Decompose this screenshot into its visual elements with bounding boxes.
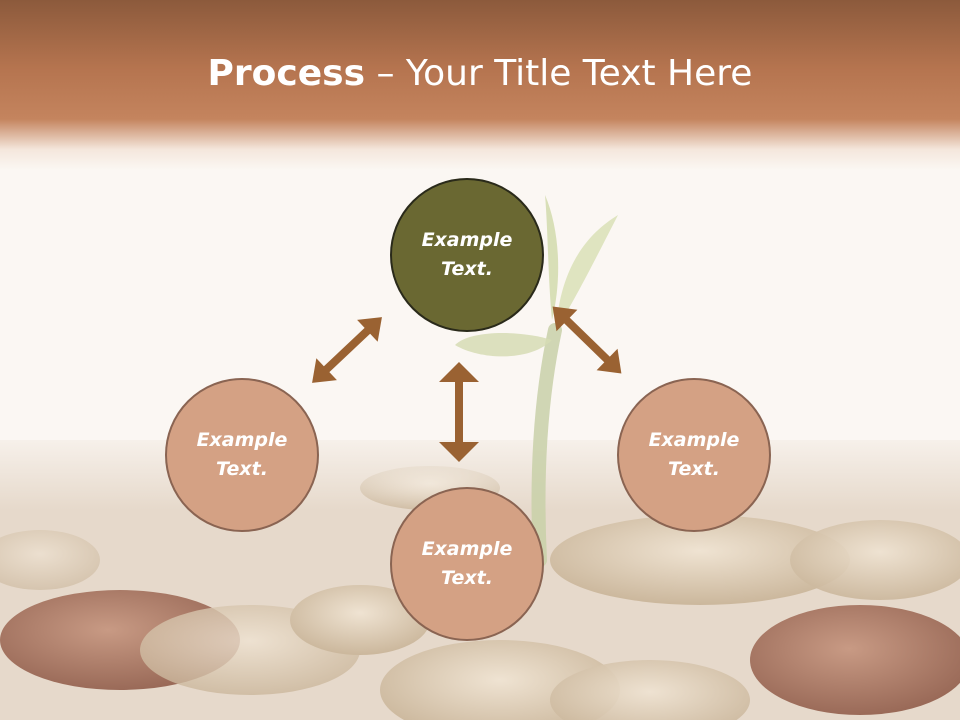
center-circle-node: Example Text. — [390, 178, 544, 332]
center-node-text: Example Text. — [407, 226, 527, 284]
double-headed-arrow-icon-vertical — [439, 362, 479, 462]
left-node-line2: Text. — [216, 458, 268, 480]
left-node-line1: Example — [196, 429, 288, 451]
title-rest: – Your Title Text Here — [365, 53, 753, 94]
center-node-line2: Text. — [441, 258, 493, 280]
right-circle-node: Example Text. — [617, 378, 771, 532]
right-node-line2: Text. — [668, 458, 720, 480]
bottom-node-line1: Example — [421, 538, 513, 560]
right-node-text: Example Text. — [634, 426, 754, 484]
right-node-line1: Example — [648, 429, 740, 451]
double-headed-arrow-icon-left — [312, 317, 382, 383]
double-headed-arrow-icon-right — [552, 306, 622, 374]
left-node-text: Example Text. — [182, 426, 302, 484]
left-circle-node: Example Text. — [165, 378, 319, 532]
title-bar — [0, 0, 960, 170]
slide-title: Process – Your Title Text Here — [0, 52, 960, 96]
bottom-node-line2: Text. — [441, 567, 493, 589]
bottom-node-text: Example Text. — [407, 535, 527, 593]
center-node-line1: Example — [421, 229, 513, 251]
title-bold: Process — [207, 53, 366, 94]
bottom-circle-node: Example Text. — [390, 487, 544, 641]
